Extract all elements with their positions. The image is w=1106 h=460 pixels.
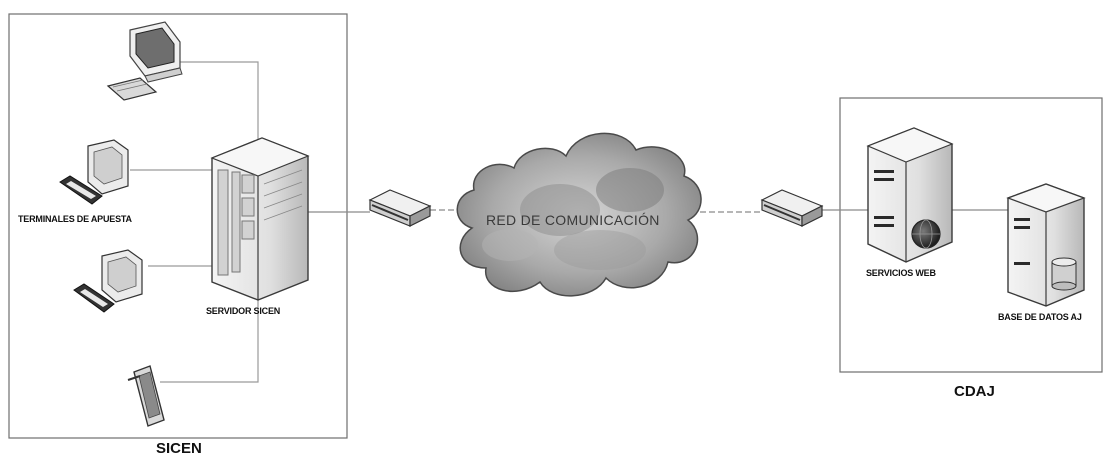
globe-icon [911, 219, 941, 249]
sicen-group-box [8, 13, 348, 439]
desktop-computer-icon [106, 21, 183, 101]
right-router-icon [760, 189, 824, 227]
terminals-label: TERMINALES DE APUESTA [18, 214, 132, 224]
cdaj-group-title: CDAJ [954, 383, 995, 400]
sicen-group-title: SICEN [156, 440, 202, 457]
network-cloud-icon [456, 132, 702, 297]
web-services-label: SERVICIOS WEB [866, 268, 936, 278]
cdaj-group-box [839, 97, 1103, 373]
left-router-icon [368, 189, 432, 227]
database-cylinder-icon [1051, 257, 1077, 291]
sicen-connections [130, 61, 259, 383]
database-label: BASE DE DATOS AJ [998, 312, 1082, 322]
betting-terminal-icon [73, 249, 143, 313]
web-services-server-icon [866, 127, 954, 263]
sicen-server-icon [210, 137, 310, 301]
server-sicen-label: SERVIDOR SICEN [206, 306, 281, 316]
network-label: RED DE COMUNICACIÓN [486, 212, 660, 228]
mobile-terminal-icon [127, 365, 165, 427]
betting-terminal-icon [59, 139, 129, 205]
